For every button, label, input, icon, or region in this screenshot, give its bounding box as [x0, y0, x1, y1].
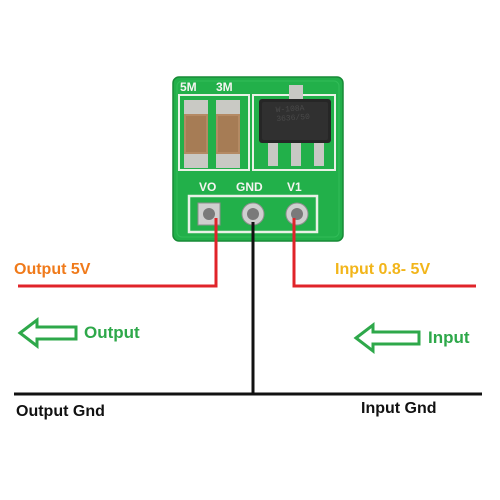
output-arrow-icon — [17, 316, 78, 350]
capacitor-right — [216, 100, 240, 168]
input-voltage-label: Input 0.8- 5V — [335, 261, 431, 278]
output-5v-wire — [18, 218, 218, 288]
pin-gnd — [241, 202, 265, 226]
pin-vi — [285, 202, 309, 226]
silk-pin-vi: V1 — [287, 180, 302, 194]
silk-pin-vo: VO — [199, 180, 217, 194]
silk-cap-left: 5M — [180, 80, 197, 94]
output-gnd-label: Output Gnd — [16, 403, 105, 420]
chip-marking: W-108A 3636/50 — [275, 104, 311, 125]
input-arrow-icon — [353, 321, 421, 355]
input-arrow-label: Input — [428, 328, 470, 347]
input-gnd-label: Input Gnd — [361, 400, 437, 417]
output-5v-label: Output 5V — [14, 261, 91, 278]
capacitor-left — [184, 100, 208, 168]
silk-cap-right: 3M — [216, 80, 233, 94]
input-wire — [292, 218, 476, 288]
silk-pin-gnd: GND — [236, 180, 263, 194]
cap-silk-box — [178, 94, 250, 171]
output-arrow-label: Output — [84, 323, 140, 342]
